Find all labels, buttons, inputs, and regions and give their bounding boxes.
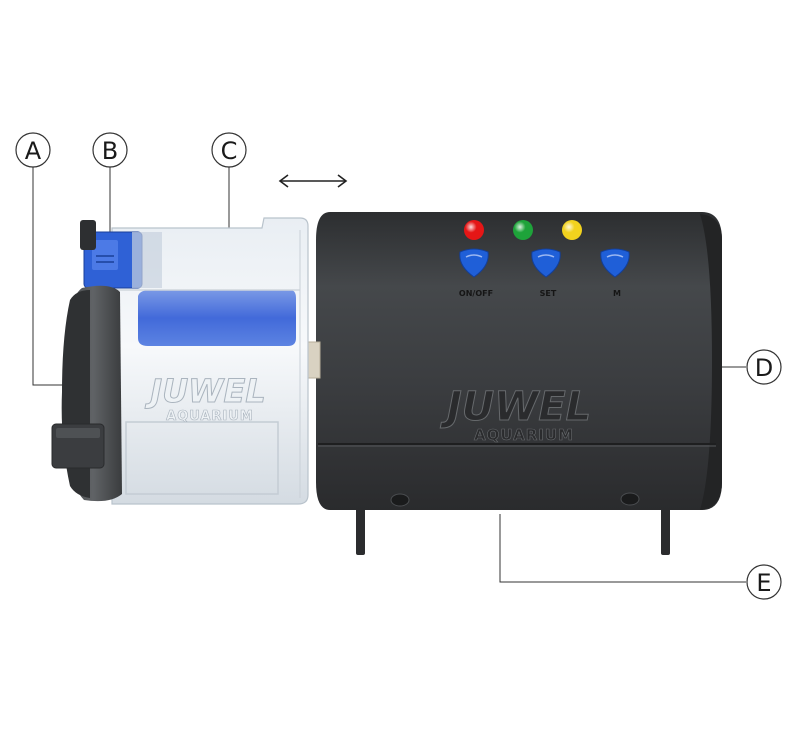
manual-label: M xyxy=(613,289,621,298)
screw-hole-left xyxy=(390,493,410,507)
leg-left xyxy=(356,505,365,555)
svg-text:E: E xyxy=(756,569,771,597)
svg-text:C: C xyxy=(221,137,238,165)
drum-logo: JUWEL xyxy=(144,372,265,410)
leg-right xyxy=(661,505,670,555)
led-red xyxy=(464,220,484,240)
svg-text:B: B xyxy=(102,137,118,165)
leader-a xyxy=(32,166,66,386)
food-drum: JUWEL AQUARIUM xyxy=(111,217,309,505)
blue-slider[interactable] xyxy=(83,231,162,289)
housing-logo: JUWEL xyxy=(440,384,591,430)
manual-button[interactable] xyxy=(600,248,630,278)
callout-e: E xyxy=(746,564,782,600)
screw-hole-right xyxy=(620,492,640,506)
callout-d: D xyxy=(746,349,782,385)
drum-logo-sub: AQUARIUM xyxy=(166,409,254,424)
led-green xyxy=(513,220,533,240)
leader-e xyxy=(499,514,746,583)
callout-c: C xyxy=(211,132,247,168)
set-label: SET xyxy=(540,289,557,298)
set-button[interactable] xyxy=(531,248,561,278)
main-housing xyxy=(316,212,722,555)
end-cap xyxy=(51,220,122,502)
on-off-button[interactable] xyxy=(459,248,489,278)
callout-a: A xyxy=(15,132,51,168)
on-off-label: ON/OFF xyxy=(459,289,493,298)
led-yellow xyxy=(562,220,582,240)
svg-text:A: A xyxy=(25,137,42,165)
svg-text:D: D xyxy=(755,354,773,382)
callout-b: B xyxy=(92,132,128,168)
double-arrow-icon xyxy=(278,174,348,188)
housing-logo-sub: AQUARIUM xyxy=(474,426,574,444)
